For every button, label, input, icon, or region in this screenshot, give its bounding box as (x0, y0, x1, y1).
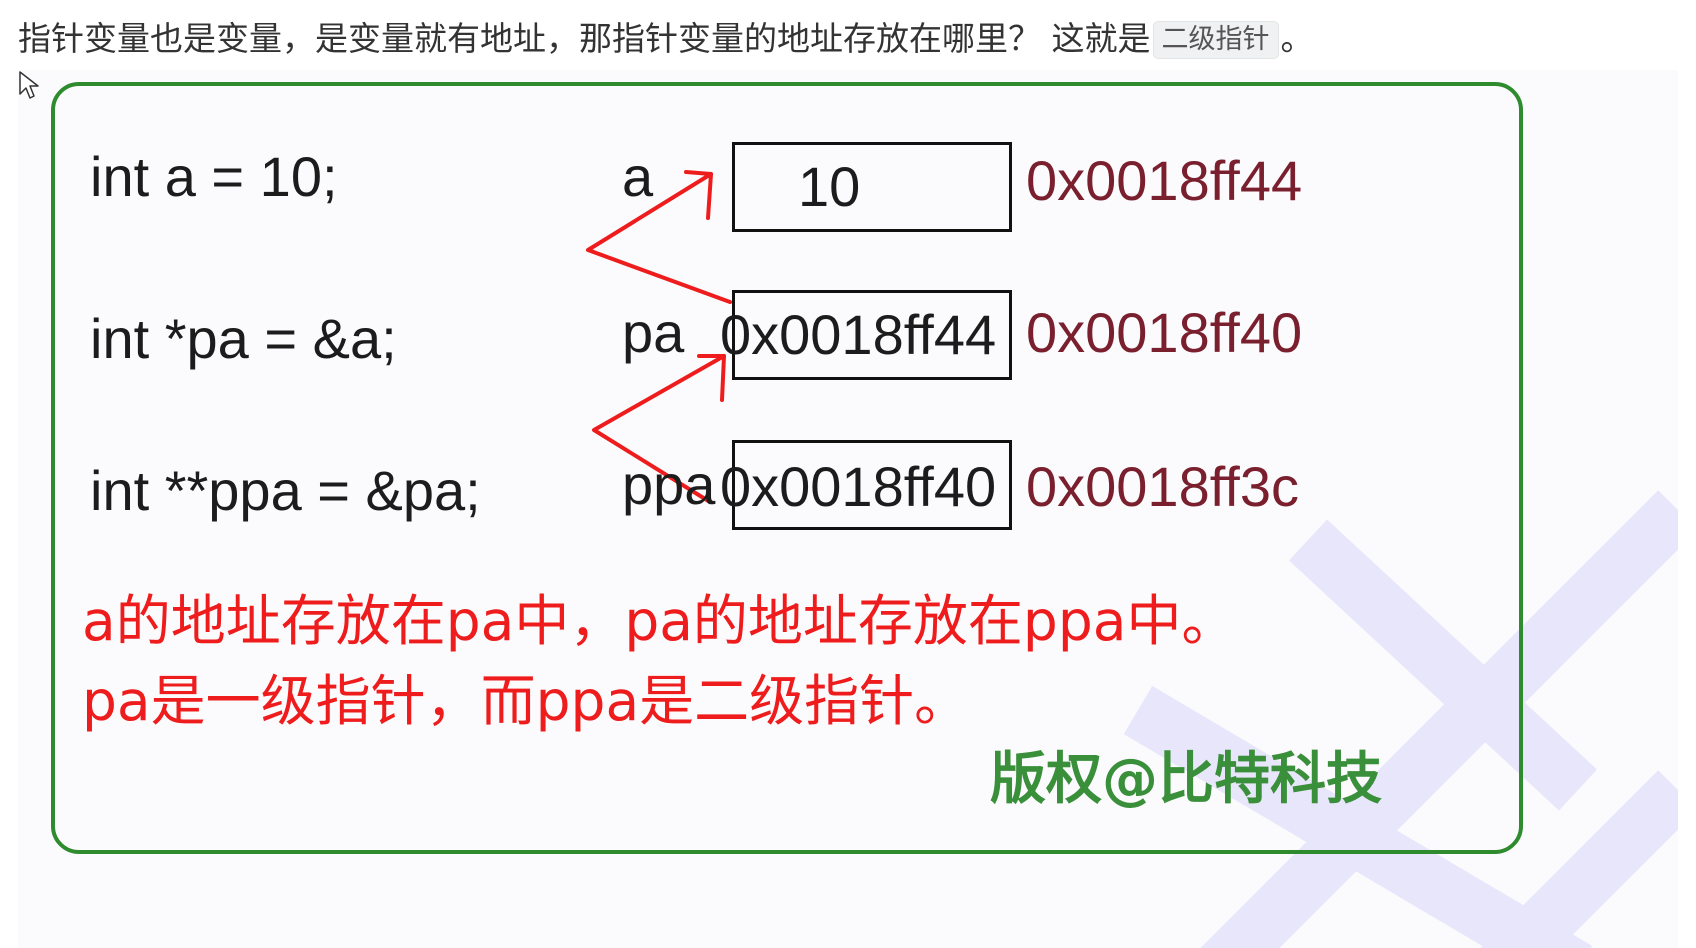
pointer-diagram-image: int a = 10; int *pa = &a; int **ppa = &p… (18, 70, 1678, 948)
logo-watermark (1123, 490, 1678, 948)
code-line-2: int *pa = &a; (90, 307, 397, 370)
inline-code-term: 二级指针 (1152, 21, 1279, 59)
code-line-1: int a = 10; (90, 145, 338, 208)
address-a: 0x0018ff44 (1026, 149, 1303, 212)
intro-end: 。 (1280, 19, 1314, 58)
memory-cell-pa (732, 290, 1012, 380)
memory-cell-ppa (732, 440, 1012, 530)
arrow-head-a (684, 170, 713, 220)
intro-paragraph: 指针变量也是变量，是变量就有地址，那指针变量的地址存放在哪里？ 这就是二级指针。 (18, 14, 1314, 64)
address-pa: 0x0018ff40 (1026, 301, 1303, 364)
intro-text: 指针变量也是变量，是变量就有地址，那指针变量的地址存放在哪里？ 这就是 (18, 19, 1151, 58)
arrow-pa-to-a (586, 172, 732, 304)
cell-value-a: 10 (798, 155, 861, 218)
diagram-graphics (51, 82, 1678, 948)
var-name-ppa: ppa (622, 453, 716, 516)
cell-value-pa: 0x0018ff44 (720, 303, 997, 366)
copyright-label: 版权@比特科技 (990, 747, 1382, 812)
code-line-3: int **ppa = &pa; (90, 459, 481, 522)
address-ppa: 0x0018ff3c (1026, 455, 1299, 518)
cell-value-ppa: 0x0018ff40 (720, 455, 997, 518)
explanation-line-1: a的地址存放在pa中，pa的地址存放在ppa中。 (82, 589, 1237, 653)
pointer-arrows (586, 170, 732, 504)
var-name-pa: pa (622, 301, 685, 364)
diagram-frame (51, 82, 1523, 854)
var-name-a: a (622, 145, 654, 208)
arrow-ppa-to-pa (592, 354, 726, 504)
explanation-line-2: pa是一级指针，而ppa是二级指针。 (82, 669, 970, 733)
mouse-pointer-icon (19, 71, 39, 99)
memory-cell-a (732, 142, 1012, 232)
arrow-head-pa (697, 354, 726, 402)
